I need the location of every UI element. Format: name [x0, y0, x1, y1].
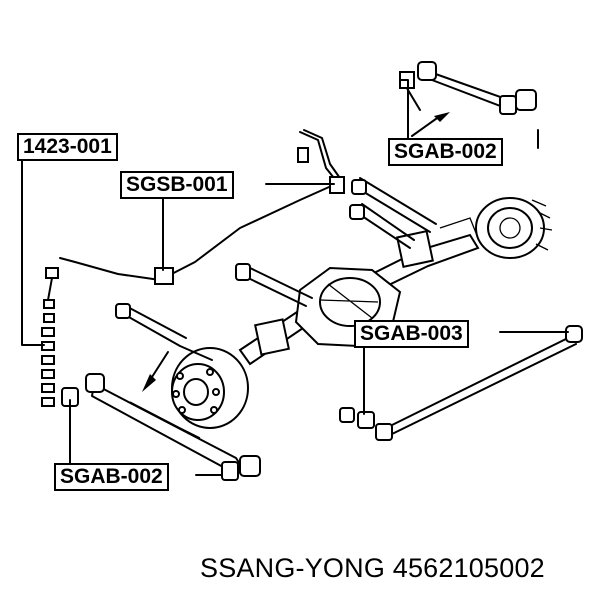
part-label-stabilizer-link: 1423-001 — [17, 133, 118, 161]
lateral-rod — [339, 325, 583, 441]
upper-link-top — [399, 61, 537, 137]
part-label-stabilizer-bushing: SGSB-001 — [120, 171, 234, 199]
part-label-arm-bushing-top: SGAB-002 — [388, 138, 503, 166]
stabilizer-link-leader — [21, 154, 45, 346]
leader-lines — [69, 79, 569, 476]
part-number-caption: SSANG-YONG 4562105002 — [200, 553, 545, 583]
right-brake-drum — [475, 197, 553, 259]
part-label-arm-bushing-middle: SGAB-003 — [354, 320, 469, 348]
axle-housing — [238, 217, 480, 366]
left-brake-drum — [171, 347, 249, 429]
upper-arms — [235, 177, 437, 307]
lower-trailing-arm — [61, 303, 261, 481]
part-label-arm-bushing-bottom: SGAB-002 — [54, 463, 169, 491]
stabilizer-link-parts — [41, 267, 59, 407]
